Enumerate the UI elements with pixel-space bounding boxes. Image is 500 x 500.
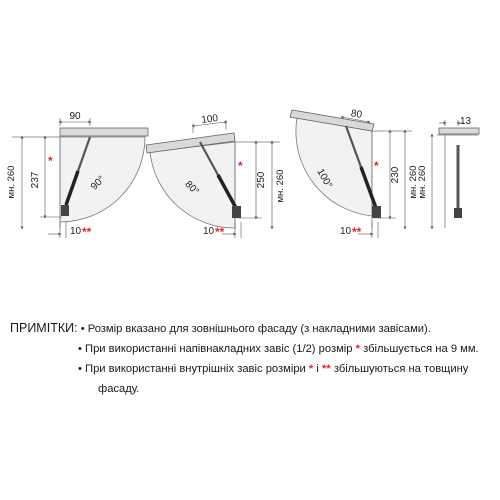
door-panel <box>438 127 480 135</box>
door-panel <box>145 132 236 154</box>
depth-dimension: 13 <box>460 116 472 127</box>
note-3: • При використанні внутрішніх завіс розм… <box>10 359 495 379</box>
note-4-text: фасаду. <box>98 383 140 395</box>
mount-diagram-90: 90 мн. 260 237 * 90° 10 ** <box>6 111 149 239</box>
note-1-text: Розмір вказано для зовнішнього фасаду (з… <box>87 323 431 335</box>
strut-bracket <box>454 208 462 218</box>
note-3-and: і <box>316 363 319 375</box>
note-2: • При використанні напівнакладних завіс … <box>10 339 495 359</box>
note-2-mark: * <box>355 343 360 355</box>
strut-mark: * <box>374 159 379 173</box>
door-panel <box>289 109 375 132</box>
bottom-dimension: 10 <box>340 226 352 237</box>
side-view-diagram: 13 мн. 260 <box>417 116 480 230</box>
strut-bracket <box>61 205 69 216</box>
height-label: мн. 260 <box>6 166 17 199</box>
opening-arc <box>59 136 146 223</box>
top-dimension: 90 <box>69 111 81 122</box>
bullet: • <box>80 323 85 335</box>
note-3-text-b: збільшуються на товщину <box>333 363 469 375</box>
bottom-mark: ** <box>82 225 92 239</box>
height-label: мн. 260 <box>275 170 286 203</box>
height-label: мн. 260 <box>417 166 428 199</box>
bullet: • <box>78 363 82 375</box>
opening-arc <box>149 141 236 229</box>
lift-mechanism-diagram: 90 мн. 260 237 * 90° 10 ** 100 мн. 260 <box>6 108 480 239</box>
note-2-text-b: збільшується на 9 мм. <box>363 343 479 355</box>
door-panel <box>59 127 149 137</box>
strut-dimension: 250 <box>256 171 267 188</box>
strut-bracket <box>232 206 241 218</box>
strut-mark: * <box>238 159 243 173</box>
bullet: • <box>78 343 82 355</box>
notes-title: ПРИМІТКИ: <box>10 321 78 335</box>
bottom-dimension: 10 <box>203 226 215 237</box>
strut-dimension: 230 <box>390 166 401 183</box>
notes-block: ПРИМІТКИ: • Розмір вказано для зовнішньо… <box>10 318 495 399</box>
note-3-mark-2: ** <box>321 363 331 375</box>
note-3-mark-1: * <box>308 363 314 375</box>
strut-mark: * <box>48 154 53 168</box>
height-label: мн. 260 <box>408 166 419 199</box>
mount-diagram-100: 80 мн. 260 230 * 100° 10 ** <box>289 108 419 239</box>
note-2-text-a: При використанні напівнакладних завіс (1… <box>85 343 353 355</box>
strut-dimension: 237 <box>30 171 41 188</box>
bottom-dimension: 10 <box>70 226 82 237</box>
note-3-text-a: При використанні внутрішніх завіс розмір… <box>85 363 306 375</box>
strut-bracket <box>372 206 381 218</box>
gas-strut-rod <box>359 166 378 209</box>
top-dimension: 80 <box>350 108 363 121</box>
gas-strut-rod <box>64 170 80 206</box>
bottom-mark: ** <box>215 225 225 239</box>
gas-strut-rod <box>216 174 238 209</box>
note-1: ПРИМІТКИ: • Розмір вказано для зовнішньо… <box>10 318 495 339</box>
bottom-mark: ** <box>352 225 362 239</box>
note-4: фасаду. <box>10 379 495 399</box>
top-dimension: 100 <box>201 113 219 126</box>
mount-diagram-80: 100 мн. 260 250 * 80° 10 ** <box>145 113 286 239</box>
